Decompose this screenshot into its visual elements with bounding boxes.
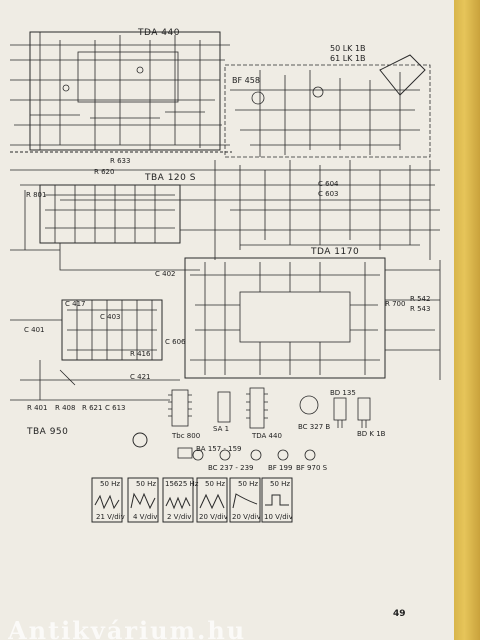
waveform-2-bottom: 4 V/div — [133, 513, 158, 521]
package-label-bc-series: BC 237 - 239 — [208, 464, 254, 472]
component-label-r416: R 416 — [130, 350, 151, 358]
waveform-5-bottom: 20 V/div — [232, 513, 261, 521]
component-label-r621: R 621 — [82, 404, 103, 412]
ic-label-bf458: BF 458 — [232, 76, 260, 85]
component-label-c613: C 613 — [105, 404, 126, 412]
middle-wiring — [10, 160, 440, 260]
component-label-c604: C 604 — [318, 180, 339, 188]
package-label-ba-series: BA 157 - 159 — [196, 445, 242, 453]
tba120s-block — [10, 184, 200, 271]
tba950-block — [10, 299, 180, 448]
package-label-tda440: TDA 440 — [252, 432, 282, 440]
component-label-c417: C 417 — [65, 300, 86, 308]
package-label-bd-series: BD 135 — [330, 389, 356, 397]
book-cover-edge — [454, 0, 480, 640]
crt-label-50lk1b: 50 LK 1B — [330, 44, 366, 53]
component-label-c421: C 421 — [130, 373, 151, 381]
waveform-6-top: 50 Hz — [270, 480, 291, 488]
circuit-schematic — [10, 31, 441, 523]
component-label-c401: C 401 — [24, 326, 45, 334]
waveform-1-bottom: 21 V/div — [96, 513, 125, 521]
component-label-c403: C 403 — [100, 313, 121, 321]
package-label-tbc800: Tbc 800 — [172, 432, 201, 440]
component-label-c603: C 603 — [318, 190, 339, 198]
component-label-r543: R 543 — [410, 305, 431, 313]
waveform-5-top: 50 Hz — [238, 480, 259, 488]
waveform-frames — [91, 477, 293, 523]
watermark: Antikvárium.hu — [8, 616, 247, 640]
ic-label-tda440: TDA 440 — [138, 28, 180, 38]
component-label-r700: R 700 — [385, 300, 406, 308]
waveform-2-top: 50 Hz — [136, 480, 157, 488]
page-number: 49 — [393, 609, 406, 619]
waveform-3-bottom: 2 V/div — [167, 513, 192, 521]
component-label-c402: C 402 — [155, 270, 176, 278]
package-label-bf970: BF 970 S — [296, 464, 328, 472]
package-label-bc327: BC 327 B — [298, 423, 331, 431]
bf458-block — [224, 54, 431, 158]
waveform-3-top: 15625 Hz — [165, 480, 199, 488]
component-label-r401: R 401 — [27, 404, 48, 412]
component-label-r801: R 801 — [26, 191, 47, 199]
package-label-sa1: SA 1 — [213, 425, 230, 433]
component-label-r542: R 542 — [410, 295, 431, 303]
tda440-block — [10, 31, 230, 151]
ic-label-tda1170: TDA 1170 — [311, 247, 360, 257]
waveform-6-bottom: 10 V/div — [264, 513, 293, 521]
package-label-bdk-series: BD K 1B — [357, 430, 386, 438]
waveform-1-top: 50 Hz — [100, 480, 121, 488]
tda1170-block — [184, 257, 441, 380]
component-label-c606: C 606 — [165, 338, 186, 346]
component-label-r408: R 408 — [55, 404, 76, 412]
component-label-r620: R 620 — [94, 168, 115, 176]
ic-label-tba950: TBA 950 — [27, 427, 69, 437]
component-label-r633: R 633 — [110, 157, 131, 165]
package-symbols — [168, 387, 371, 461]
package-label-bf199: BF 199 — [268, 464, 293, 472]
waveform-4-top: 50 Hz — [205, 480, 226, 488]
crt-label-61lk1b: 61 LK 1B — [330, 54, 366, 63]
ic-label-tba120s: TBA 120 S — [145, 173, 196, 183]
waveform-4-bottom: 20 V/div — [199, 513, 228, 521]
